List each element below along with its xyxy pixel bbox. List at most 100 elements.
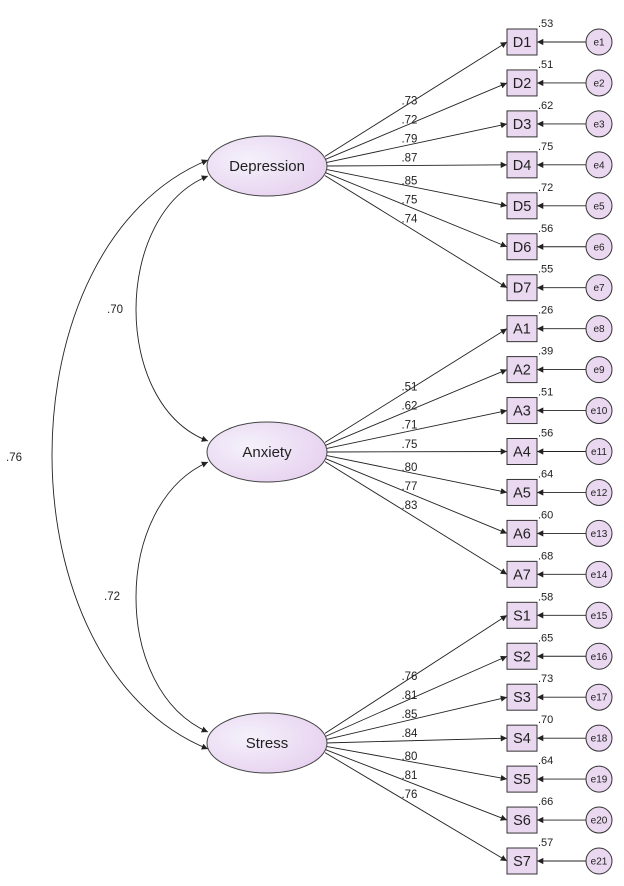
- r2-label-s5: .64: [538, 755, 553, 767]
- r2-label-s7: .57: [538, 837, 553, 849]
- error-node-e18: [585, 724, 613, 752]
- r2-label-a5: .64: [538, 468, 553, 480]
- item-box-s3: [506, 683, 538, 711]
- item-box-d4: [506, 151, 538, 179]
- error-label-e17: e17: [591, 693, 608, 704]
- correlation-arc-dep-str: [51, 159, 209, 750]
- correlation-label-anx-str: .72: [104, 591, 120, 603]
- correlation-arc-dep-anx: [135, 175, 209, 442]
- loading-label-d7: .74: [401, 214, 418, 226]
- loading-label-d3: .79: [401, 133, 417, 145]
- error-label-e15: e15: [591, 611, 608, 622]
- item-label-a1: A1: [513, 322, 531, 338]
- error-node-e12: [585, 478, 613, 506]
- loading-path-a5: [324, 454, 508, 495]
- r2-label-d6: .56: [538, 223, 553, 235]
- item-box-a3: [506, 397, 538, 425]
- loading-path-a4: [324, 448, 508, 455]
- error-node-e1: [585, 28, 613, 56]
- item-box-d1: [506, 28, 538, 56]
- error-label-e8: e8: [593, 324, 605, 335]
- item-label-d5: D5: [513, 199, 532, 215]
- item-label-a4: A4: [513, 445, 531, 461]
- error-node-e5: [585, 192, 613, 220]
- r2-label-d1: .53: [538, 18, 553, 30]
- loading-path-a2: [324, 369, 508, 447]
- item-label-a5: A5: [513, 485, 531, 501]
- r2-label-s6: .66: [538, 796, 553, 808]
- item-box-a4: [506, 438, 538, 465]
- r2-label-s3: .73: [538, 673, 553, 685]
- r2-label-a7: .68: [538, 550, 553, 562]
- error-label-e10: e10: [591, 406, 608, 417]
- error-label-e6: e6: [593, 242, 605, 253]
- item-label-a7: A7: [513, 567, 531, 583]
- labels-layer: DepressionAnxietyStress.73D1.53e1.72D2.5…: [6, 18, 608, 870]
- error-label-e20: e20: [591, 816, 608, 827]
- item-box-s1: [506, 601, 538, 629]
- item-box-d7: [506, 274, 538, 302]
- error-label-e4: e4: [593, 160, 605, 171]
- loading-label-d2: .72: [401, 114, 417, 126]
- loading-path-d6: [324, 171, 508, 248]
- loading-path-s2: [324, 655, 508, 738]
- loading-label-s2: .81: [401, 690, 417, 702]
- latent-label-stress: Stress: [246, 735, 289, 752]
- loading-path-s6: [324, 748, 508, 821]
- loading-label-d1: .73: [401, 95, 417, 107]
- error-node-e10: [585, 397, 613, 425]
- error-node-e4: [585, 151, 613, 179]
- error-node-e21: [585, 847, 613, 875]
- error-label-e13: e13: [591, 529, 608, 540]
- r2-label-a3: .51: [538, 387, 553, 399]
- correlation-label-dep-str: .76: [6, 452, 22, 464]
- loading-path-d5: [324, 168, 508, 208]
- item-box-a7: [506, 560, 538, 588]
- item-label-s7: S7: [513, 854, 531, 870]
- r2-label-a1: .26: [538, 305, 553, 317]
- item-box-a6: [506, 519, 538, 547]
- item-box-s7: [506, 847, 538, 875]
- error-node-e2: [585, 69, 613, 97]
- loading-path-s1: [324, 614, 508, 734]
- loading-path-s5: [324, 745, 508, 782]
- error-node-e19: [585, 765, 613, 793]
- item-box-d6: [506, 233, 538, 261]
- r2-label-a6: .60: [538, 509, 553, 521]
- error-node-e7: [585, 274, 613, 302]
- nodes-layer: [206, 28, 613, 875]
- loading-label-a4: .75: [401, 439, 417, 451]
- item-label-d2: D2: [513, 76, 532, 92]
- r2-label-s4: .70: [538, 714, 553, 726]
- error-node-e8: [585, 315, 613, 343]
- error-label-e12: e12: [591, 488, 608, 499]
- error-node-e14: [585, 560, 613, 588]
- loading-label-d6: .75: [401, 195, 417, 207]
- error-label-e3: e3: [593, 119, 605, 130]
- latent-label-depression: Depression: [229, 158, 305, 175]
- loading-label-s1: .76: [401, 671, 417, 683]
- r2-label-s1: .58: [538, 591, 553, 603]
- error-node-e6: [585, 233, 613, 261]
- r2-label-a4: .56: [538, 428, 553, 440]
- item-label-s5: S5: [513, 772, 531, 788]
- item-label-a6: A6: [513, 526, 531, 542]
- item-label-d7: D7: [513, 281, 532, 297]
- item-box-s2: [506, 642, 538, 670]
- item-label-d4: D4: [513, 158, 532, 174]
- loading-label-s4: .84: [401, 728, 418, 740]
- item-label-s6: S6: [513, 813, 531, 829]
- edges-layer: [51, 38, 586, 865]
- loading-label-d4: .87: [401, 153, 417, 165]
- correlation-label-dep-anx: .70: [107, 304, 123, 316]
- loading-path-a1: [324, 328, 508, 443]
- loading-path-s3: [324, 695, 508, 741]
- error-node-e20: [585, 806, 613, 834]
- latent-label-anxiety: Anxiety: [242, 444, 292, 461]
- loading-path-d3: [324, 122, 508, 164]
- item-label-s2: S2: [513, 649, 531, 665]
- error-label-e9: e9: [593, 365, 605, 376]
- item-label-d1: D1: [513, 35, 532, 51]
- error-label-e18: e18: [591, 734, 608, 745]
- r2-label-d3: .62: [538, 100, 553, 112]
